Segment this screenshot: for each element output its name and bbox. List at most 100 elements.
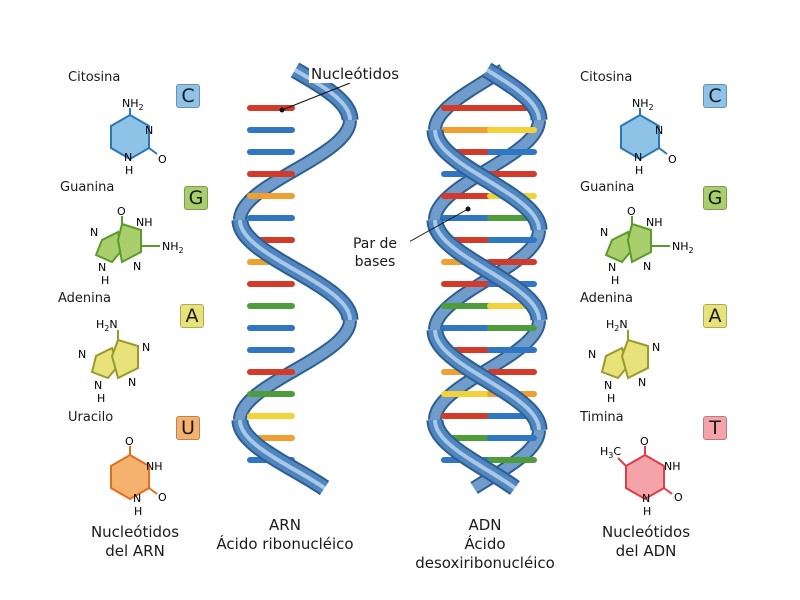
guanine-structure-right: O NH NH2 N N N H [600, 205, 694, 287]
dna-caption: ADN Ácido desoxiribonucléico [400, 516, 570, 573]
rna-strand-highlight [238, 219, 352, 321]
dna-strand-2-ribbon [430, 229, 544, 331]
guanine-nh-label: NH [136, 216, 153, 229]
rna-strand-highlight [238, 419, 326, 490]
guanine-h-label: H [101, 274, 109, 287]
adenine-n2-label-right: N [588, 348, 596, 361]
dna-strand-1-highlight [433, 219, 541, 321]
guanine-n1-label-right: N [600, 226, 608, 239]
rna-backbone-front [231, 62, 359, 496]
uracil-n-label: N [133, 492, 141, 505]
dna-backbone-back [428, 64, 546, 494]
rna-backbone-back [233, 119, 357, 421]
nucleotides-pointer-dot [279, 107, 285, 113]
rna-nucleotides-caption-line1: Nucleótidos [90, 523, 180, 541]
dna-nucleotides-caption: Nucleótidos del ADN [576, 523, 716, 561]
cytosine-structure-left: NH2 N O N H [110, 97, 167, 177]
guanine-h-label-right: H [611, 274, 619, 287]
right-guanine-name: Guanina [580, 180, 635, 195]
rna-caption-abbrev: ARN [269, 516, 301, 534]
cytosine-nh2-label: NH2 [122, 97, 144, 112]
rna-strand-ribbon [235, 319, 355, 421]
dna-strand-1-highlight [485, 68, 541, 121]
adenine-h2n-label: H2N [96, 318, 118, 333]
thymine-structure: H3C O NH O N H [600, 435, 683, 518]
adenine-h-label: H [97, 392, 105, 405]
dna-strand-2-highlight [433, 329, 541, 431]
dna-backbone-front [426, 62, 548, 495]
left-guanine-name: Guanina [60, 180, 115, 195]
adenine-n1-label-right: N [652, 341, 660, 354]
uracil-o2-label: O [158, 491, 167, 504]
right-cytosine-name: Citosina [580, 70, 633, 85]
thymine-o2-label: O [674, 491, 683, 504]
uracil-structure: O NH O N H [110, 435, 167, 518]
dna-strand-2-highlight [433, 129, 541, 231]
right-adenine-name: Adenina [580, 291, 633, 306]
right-thymine-name: Timina [580, 410, 624, 425]
cytosine-n-label-right: N [655, 124, 663, 137]
dna-strand-1-highlight [433, 419, 517, 490]
left-uracil-letter-badge: U [176, 416, 200, 440]
thymine-n-label: N [642, 492, 650, 505]
thymine-o1-label: O [640, 435, 649, 448]
rna-nucleotides-caption: Nucleótidos del ARN [65, 523, 205, 561]
cytosine-o-label: O [158, 153, 167, 166]
base-pair-annotation-line1: Par de [352, 236, 398, 252]
cytosine-o-label-right: O [668, 153, 677, 166]
rna-strand-ribbon [235, 119, 355, 221]
left-adenine-name: Adenina [58, 291, 111, 306]
cytosine-h-label: H [125, 164, 133, 177]
uracil-o1-label: O [125, 435, 134, 448]
right-thymine-letter-badge: T [703, 416, 727, 440]
thymine-h-label: H [643, 505, 651, 518]
base-pair-annotation-line2: bases [354, 254, 396, 270]
adenine-n1-label: N [142, 341, 150, 354]
base-pair-annotation: Par de bases [340, 235, 410, 271]
adenine-n2-label: N [78, 348, 86, 361]
base-pair-pointer-dot [465, 206, 471, 212]
rna-nucleotides-caption-line2: del ARN [105, 542, 165, 560]
rna-caption: ARN Ácido ribonucléico [200, 516, 370, 554]
adenine-n4-label: N [94, 379, 102, 392]
right-guanine-letter-badge: G [703, 186, 727, 210]
adenine-n4-label-right: N [604, 379, 612, 392]
adenine-h2n-label-right: H2N [606, 318, 628, 333]
left-uracil-name: Uracilo [68, 410, 114, 425]
guanine-nh2-label-right: NH2 [672, 240, 694, 255]
left-cytosine-name: Citosina [68, 70, 121, 85]
cytosine-structure-right: NH2 N O N H [620, 97, 677, 177]
right-cytosine-letter-badge: C [703, 84, 727, 108]
dna-caption-line2: Ácido [464, 535, 506, 553]
thymine-h3c-label: H3C [600, 445, 621, 460]
rna-bases [247, 105, 295, 463]
guanine-n2-label-right: N [643, 260, 651, 273]
left-guanine-letter-badge: G [184, 186, 208, 210]
adenine-structure-left: H2N N N N N H [78, 318, 150, 405]
adenine-n3-label-right: N [638, 376, 646, 389]
dna-nucleotides-caption-line1: Nucleótidos [601, 523, 691, 541]
adenine-h-label-right: H [607, 392, 615, 405]
cytosine-nh2-label-right: NH2 [632, 97, 654, 112]
dna-nucleotides-caption-line2: del ADN [615, 542, 677, 560]
guanine-nh2-label: NH2 [162, 240, 184, 255]
dna-strand-2-ribbon [430, 65, 506, 131]
rna-caption-fullname: Ácido ribonucléico [216, 535, 354, 553]
cytosine-n2-label-right: N [634, 151, 642, 164]
guanine-o-label-right: O [627, 205, 636, 218]
guanine-structure-left: O NH NH2 N N N H [90, 205, 184, 287]
uracil-h-label: H [134, 505, 142, 518]
guanine-o-label: O [117, 205, 126, 218]
uracil-nh-label: NH [146, 460, 163, 473]
guanine-n1-label: N [90, 226, 98, 239]
guanine-n2-label: N [133, 260, 141, 273]
guanine-n3-label-right: N [608, 261, 616, 274]
cytosine-h-label-right: H [635, 164, 643, 177]
dna-caption-line3: desoxiribonucléico [415, 554, 555, 572]
dna-caption-abbrev: ADN [468, 516, 502, 534]
cytosine-n-label: N [145, 124, 153, 137]
cytosine-n2-label: N [124, 151, 132, 164]
right-adenine-letter-badge: A [703, 304, 727, 328]
left-cytosine-letter-badge: C [176, 84, 200, 108]
